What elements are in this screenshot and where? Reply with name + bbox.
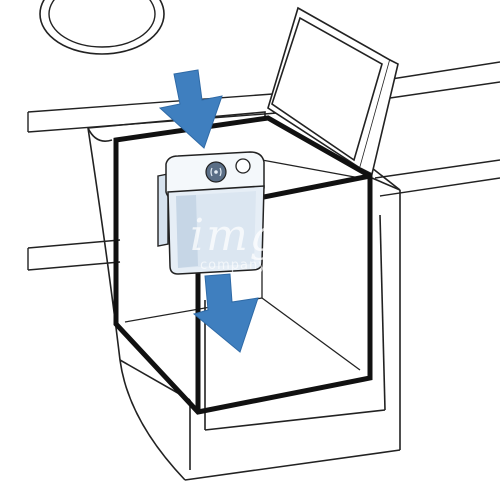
arrow-down-icon [158, 69, 223, 149]
round-button-icon [235, 158, 251, 174]
cabinet-outline [87, 111, 401, 481]
arrow-down-icon [192, 273, 259, 353]
sensor-module-icon [157, 151, 265, 275]
cabinet-lid [267, 6, 399, 176]
porthole-icon [39, 0, 165, 55]
signal-waves-icon [205, 161, 227, 183]
